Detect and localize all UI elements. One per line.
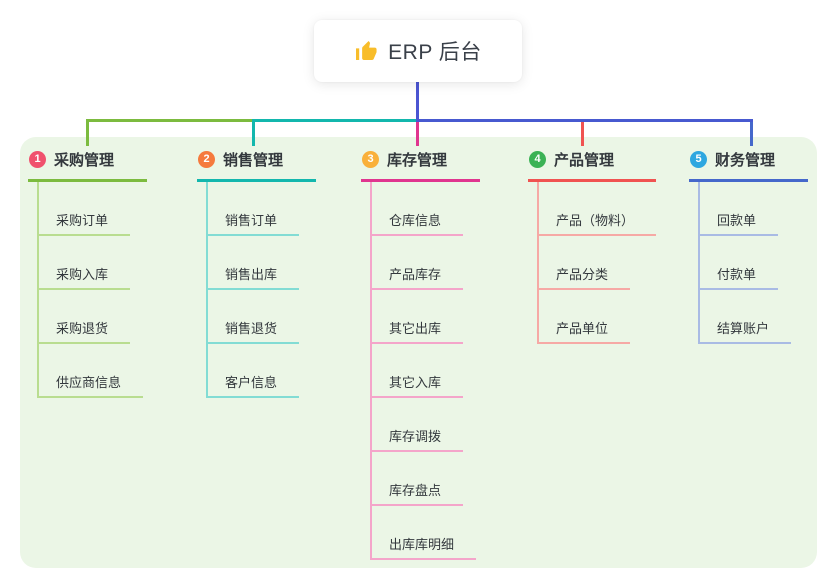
- branch-node[interactable]: 4 产品管理: [528, 149, 657, 182]
- branch-node[interactable]: 5 财务管理: [689, 149, 808, 182]
- branch-children: 销售订单销售出库销售退货客户信息: [206, 182, 316, 398]
- branch-children: 回款单付款单结算账户: [698, 182, 808, 344]
- root-title: ERP 后台: [388, 41, 482, 64]
- child-node[interactable]: 产品单位: [539, 290, 631, 344]
- child-node[interactable]: 其它出库: [372, 290, 464, 344]
- child-node[interactable]: 采购订单: [39, 182, 131, 236]
- branch-number-badge: 2: [198, 151, 215, 168]
- child-node[interactable]: 销售退货: [208, 290, 300, 344]
- branch-column: 3 库存管理仓库信息产品库存其它出库其它入库库存调拨库存盘点出库库明细: [361, 149, 480, 560]
- branch-column: 5 财务管理回款单付款单结算账户: [689, 149, 808, 344]
- child-node[interactable]: 库存调拨: [372, 398, 464, 452]
- child-node[interactable]: 仓库信息: [372, 182, 464, 236]
- child-node[interactable]: 采购入库: [39, 236, 131, 290]
- child-node[interactable]: 产品分类: [539, 236, 631, 290]
- branch-number-badge: 5: [690, 151, 707, 168]
- branch-column: 1 采购管理采购订单采购入库采购退货供应商信息: [28, 149, 147, 398]
- branch-node[interactable]: 3 库存管理: [361, 149, 480, 182]
- child-node[interactable]: 销售订单: [208, 182, 300, 236]
- mindmap-panel: [20, 137, 817, 568]
- branch-column: 2 销售管理销售订单销售出库销售退货客户信息: [197, 149, 316, 398]
- branch-title: 财务管理: [715, 152, 776, 169]
- connector-drop: [416, 119, 419, 146]
- branch-column: 4 产品管理产品（物料）产品分类产品单位: [528, 149, 657, 344]
- child-node[interactable]: 库存盘点: [372, 452, 464, 506]
- connector-drop: [581, 119, 584, 146]
- connector-bus-segment: [86, 119, 252, 122]
- child-node[interactable]: 出库库明细: [372, 506, 477, 560]
- branch-title: 库存管理: [387, 152, 448, 169]
- branch-children: 仓库信息产品库存其它出库其它入库库存调拨库存盘点出库库明细: [370, 182, 480, 560]
- thumbs-up-icon: [354, 39, 378, 63]
- branch-title: 采购管理: [54, 152, 115, 169]
- branch-node[interactable]: 1 采购管理: [28, 149, 147, 182]
- child-node[interactable]: 采购退货: [39, 290, 131, 344]
- branch-title: 销售管理: [223, 152, 284, 169]
- root-connector-line: [416, 82, 419, 122]
- connector-drop: [86, 119, 89, 146]
- branch-node[interactable]: 2 销售管理: [197, 149, 316, 182]
- connector-drop: [252, 119, 255, 146]
- connector-bus-segment: [252, 119, 417, 122]
- child-node[interactable]: 销售出库: [208, 236, 300, 290]
- child-node[interactable]: 其它入库: [372, 344, 464, 398]
- child-node[interactable]: 供应商信息: [39, 344, 144, 398]
- connector-drop: [750, 119, 753, 146]
- branch-children: 采购订单采购入库采购退货供应商信息: [37, 182, 147, 398]
- child-node[interactable]: 结算账户: [700, 290, 792, 344]
- child-node[interactable]: 产品库存: [372, 236, 464, 290]
- branch-title: 产品管理: [554, 152, 615, 169]
- child-node[interactable]: 产品（物料）: [539, 182, 657, 236]
- branch-number-badge: 4: [529, 151, 546, 168]
- root-node[interactable]: ERP 后台: [314, 20, 522, 82]
- child-node[interactable]: 付款单: [700, 236, 779, 290]
- child-node[interactable]: 客户信息: [208, 344, 300, 398]
- child-node[interactable]: 回款单: [700, 182, 779, 236]
- branch-number-badge: 3: [362, 151, 379, 168]
- connector-bus-segment: [417, 119, 753, 122]
- branch-number-badge: 1: [29, 151, 46, 168]
- branch-children: 产品（物料）产品分类产品单位: [537, 182, 657, 344]
